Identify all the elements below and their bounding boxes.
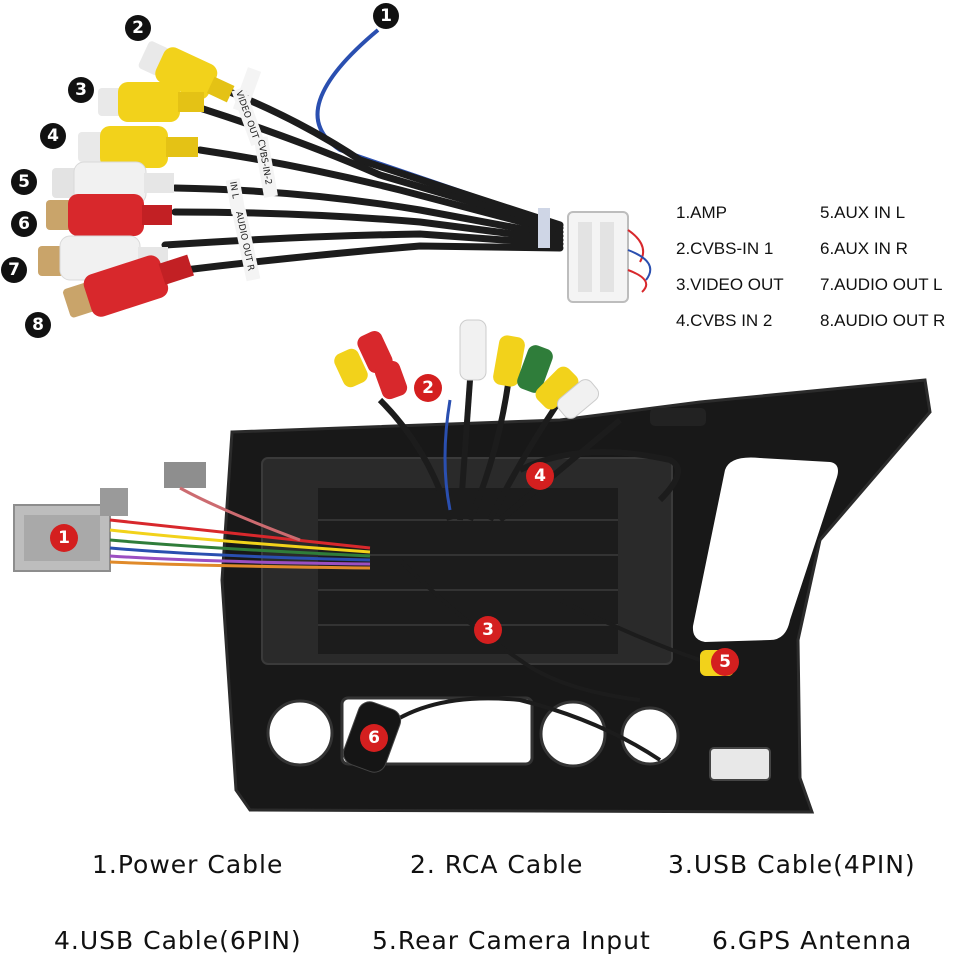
frame-right-cutout <box>692 457 838 642</box>
power-connector <box>13 462 206 572</box>
vent-circle-mid <box>539 700 607 768</box>
legend-item-5: 5.AUX IN L <box>820 203 906 222</box>
legend-item-7: 7.AUDIO OUT L <box>820 275 943 294</box>
wire-tag-audio-out-r: AUDIO OUT R <box>231 207 261 282</box>
frame-marker-4: 4 <box>526 462 554 490</box>
rca-plug-6 <box>46 194 172 236</box>
harness-marker-2: 2 <box>125 15 151 41</box>
legend-item-6: 6.AUX IN R <box>820 239 908 258</box>
rca-plug-3 <box>98 82 204 122</box>
marker-label: 2 <box>422 378 434 398</box>
harness-marker-3: 3 <box>68 77 94 103</box>
marker-label: 4 <box>534 466 546 486</box>
head-unit-frame: 1 2 3 4 5 6 <box>13 319 932 814</box>
rca-plug-8 <box>63 254 194 318</box>
rca-harness: AMP VIDEO OUT CVBS-IN-2 IN L AUDIO OUT R… <box>1 3 652 338</box>
wire-tag-in-l: IN L <box>225 178 246 215</box>
harness-marker-1: 1 <box>373 3 399 29</box>
frame-rca-plugs <box>334 319 706 426</box>
caption-usb-6pin: 4.USB Cable(6PIN) <box>54 926 302 955</box>
wire-tag-text: IN L <box>227 181 240 200</box>
marker-label: 4 <box>47 126 59 146</box>
marker-label: 3 <box>482 620 494 640</box>
marker-label: 3 <box>75 80 87 100</box>
marker-label: 2 <box>132 18 144 38</box>
frame-marker-1: 1 <box>50 524 78 552</box>
harness-marker-6: 6 <box>11 211 37 237</box>
harness-connector <box>567 211 652 303</box>
caption-rear-camera: 5.Rear Camera Input <box>372 926 651 955</box>
caption-power-cable: 1.Power Cable <box>92 850 284 879</box>
frame-marker-6: 6 <box>360 724 388 752</box>
caption-rca-cable: 2. RCA Cable <box>410 850 584 879</box>
usb-port <box>709 747 771 781</box>
harness-wire-8 <box>181 242 564 274</box>
marker-label: 6 <box>18 214 30 234</box>
marker-label: 6 <box>368 728 380 748</box>
harness-marker-5: 5 <box>11 169 37 195</box>
vent-circle-left <box>266 699 334 767</box>
marker-label: 7 <box>8 260 20 280</box>
marker-label: 8 <box>32 315 44 335</box>
rca-plug-4 <box>78 126 198 168</box>
legend-item-4: 4.CVBS IN 2 <box>676 311 773 330</box>
legend-item-2: 2.CVBS-IN 1 <box>676 239 774 258</box>
caption-usb-4pin: 3.USB Cable(4PIN) <box>668 850 916 879</box>
rca-plug-5 <box>52 161 174 205</box>
harness-wire-3 <box>196 104 564 232</box>
radio-heatsink <box>318 488 618 654</box>
frame-marker-5: 5 <box>711 648 739 676</box>
harness-marker-8: 8 <box>25 312 51 338</box>
caption-gps-antenna: 6.GPS Antenna <box>712 926 913 955</box>
harness-wire-5 <box>171 184 564 240</box>
legend-item-3: 3.VIDEO OUT <box>676 275 784 294</box>
frame-marker-3: 3 <box>474 616 502 644</box>
marker-label: 5 <box>18 172 30 192</box>
harness-wire-6 <box>171 208 564 244</box>
harness-marker-4: 4 <box>40 123 66 149</box>
legend-item-1: 1.AMP <box>676 203 728 222</box>
harness-marker-7: 7 <box>1 257 27 283</box>
marker-label: 1 <box>380 6 392 26</box>
harness-wire-4 <box>196 146 564 236</box>
legend-item-8: 8.AUDIO OUT R <box>820 311 946 330</box>
marker-label: 5 <box>719 652 731 672</box>
harness-wire-7 <box>161 230 564 249</box>
marker-label: 1 <box>58 528 70 548</box>
frame-marker-2: 2 <box>414 374 442 402</box>
harness-clip <box>538 208 550 248</box>
